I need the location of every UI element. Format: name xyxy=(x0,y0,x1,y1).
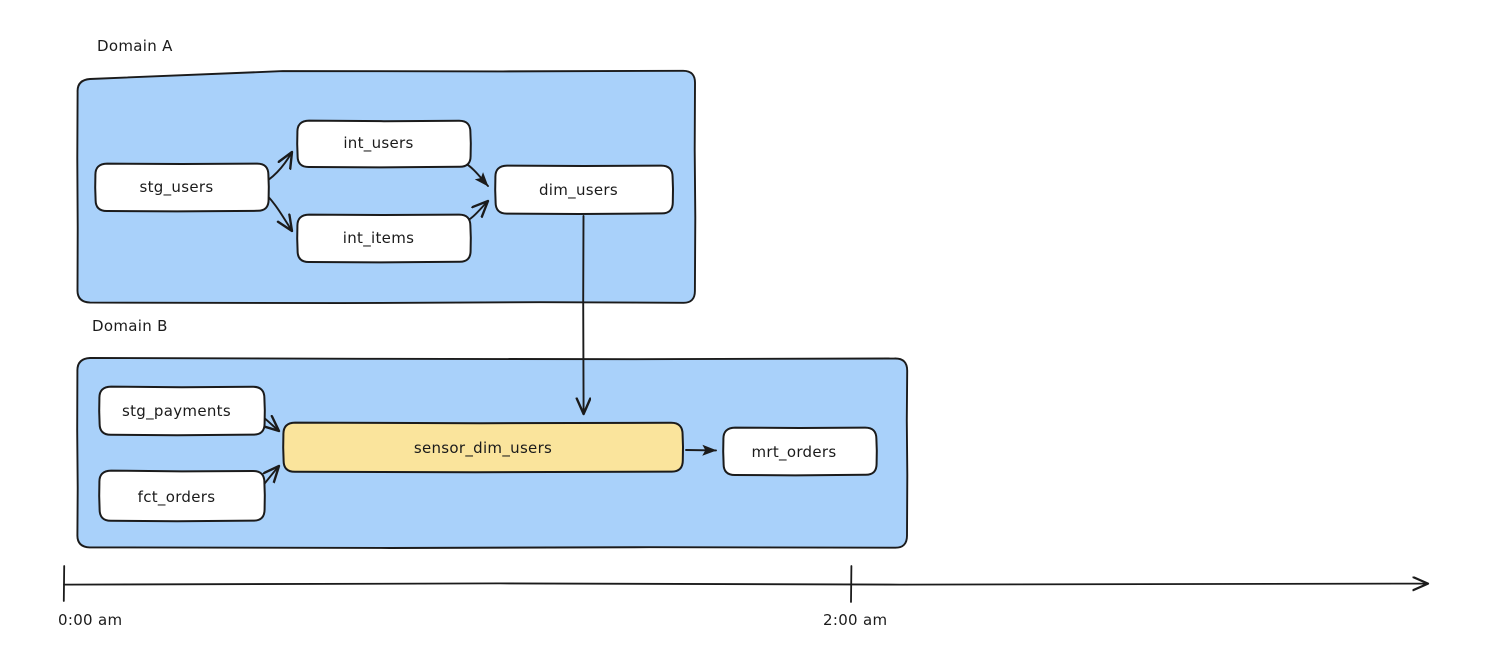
node-dim-users[interactable] xyxy=(495,165,662,214)
node-int-users[interactable] xyxy=(297,120,460,167)
node-int-items[interactable] xyxy=(297,214,460,262)
domain-a-container[interactable] xyxy=(76,69,697,305)
node-layer xyxy=(94,119,878,523)
node-int-users-shape[interactable] xyxy=(296,119,472,169)
node-fct-orders-shape[interactable] xyxy=(98,469,266,523)
node-dim-users-shape[interactable] xyxy=(494,164,674,215)
node-mrt-orders-shape[interactable] xyxy=(722,426,878,477)
node-int-items-shape[interactable] xyxy=(296,213,472,264)
node-stg-payments-shape[interactable] xyxy=(98,385,266,437)
timeline-axis xyxy=(62,565,1428,603)
timeline-line xyxy=(63,583,1428,584)
node-sensor-dim-users-shape[interactable] xyxy=(282,421,684,474)
node-stg-users-shape[interactable] xyxy=(94,162,270,213)
node-mrt-orders[interactable] xyxy=(723,427,865,475)
node-sensor-dim-users[interactable] xyxy=(283,422,683,473)
node-stg-payments[interactable] xyxy=(99,386,254,435)
node-fct-orders[interactable] xyxy=(99,470,254,522)
node-stg-users[interactable] xyxy=(95,163,258,211)
